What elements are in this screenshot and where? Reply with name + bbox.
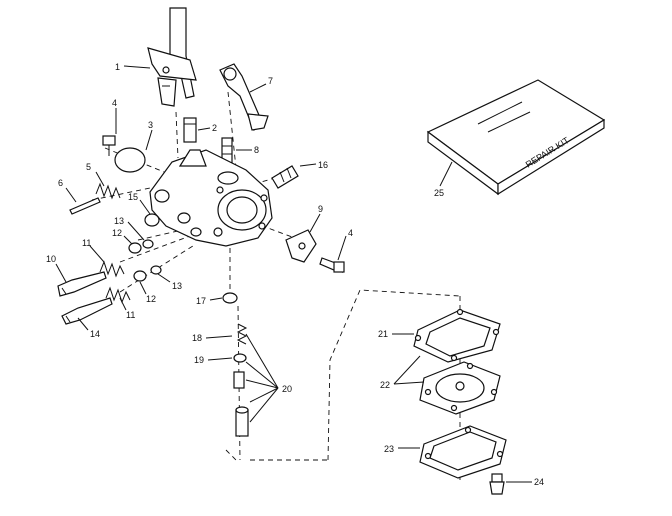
callout-17: 17 bbox=[196, 296, 206, 306]
part-4-screw-top bbox=[102, 135, 116, 156]
callout-22: 22 bbox=[380, 380, 390, 390]
callout-1: 1 bbox=[115, 62, 120, 72]
part-22-diaphragm bbox=[419, 361, 501, 415]
callout-labels: 1 2 3 4 4 5 6 7 8 9 10 11 11 bbox=[46, 62, 544, 487]
part-2-shaft bbox=[183, 117, 197, 143]
part-1-throttle-bracket bbox=[147, 7, 197, 107]
callout-11-top: 11 bbox=[82, 238, 91, 248]
part-12-washer-bottom bbox=[133, 270, 147, 282]
part-14-needle bbox=[61, 297, 113, 325]
callout-5: 5 bbox=[86, 162, 91, 172]
callout-12-top: 12 bbox=[112, 228, 122, 238]
callout-15: 15 bbox=[128, 192, 138, 202]
callout-3: 3 bbox=[148, 120, 153, 130]
callout-11-bottom: 11 bbox=[126, 310, 135, 320]
callout-12-bottom: 12 bbox=[146, 294, 156, 304]
part-21-gasket bbox=[413, 308, 501, 363]
part-19-washer bbox=[233, 353, 247, 363]
callout-6: 6 bbox=[58, 178, 63, 188]
part-12-washer-top bbox=[128, 242, 142, 254]
part-18-spring bbox=[236, 323, 248, 345]
callout-16: 16 bbox=[318, 160, 328, 170]
part-4-screw-right bbox=[319, 257, 345, 273]
callout-9: 9 bbox=[318, 204, 323, 214]
callout-8: 8 bbox=[254, 145, 259, 155]
part-15-cap bbox=[144, 213, 160, 227]
callout-13-top: 13 bbox=[114, 216, 124, 226]
callout-19: 19 bbox=[194, 355, 204, 365]
part-9-plate bbox=[285, 229, 317, 263]
callout-10: 10 bbox=[46, 254, 56, 264]
callout-21: 21 bbox=[378, 329, 388, 339]
callout-25: 25 bbox=[434, 188, 444, 198]
callout-7: 7 bbox=[268, 76, 273, 86]
part-7-choke-lever bbox=[219, 63, 269, 132]
part-5-spring bbox=[95, 182, 121, 200]
part-13-oring-top bbox=[142, 239, 154, 249]
callout-18: 18 bbox=[192, 333, 202, 343]
part-23-cover bbox=[419, 425, 507, 479]
assembly-lines bbox=[91, 91, 461, 480]
part-24-screw bbox=[489, 473, 505, 495]
part-17-plug bbox=[222, 292, 238, 304]
callout-20: 20 bbox=[282, 384, 292, 394]
callout-2: 2 bbox=[212, 123, 217, 133]
part-10-needle bbox=[57, 271, 107, 297]
callout-24: 24 bbox=[534, 477, 544, 487]
part-11-spring-bottom bbox=[105, 286, 131, 304]
callout-4-top: 4 bbox=[112, 98, 117, 108]
part-16-fitting bbox=[271, 165, 299, 189]
callout-4-right: 4 bbox=[348, 228, 353, 238]
callout-23: 23 bbox=[384, 444, 394, 454]
part-13-oring-bottom bbox=[150, 265, 162, 275]
part-25-repair-kit: REPAIR KIT bbox=[426, 79, 606, 196]
part-20-assembly bbox=[233, 371, 249, 437]
carburetor-body bbox=[149, 149, 273, 247]
part-3-disc bbox=[114, 147, 146, 173]
callout-13-bottom: 13 bbox=[172, 281, 182, 291]
callout-14: 14 bbox=[90, 329, 100, 339]
part-6-needle bbox=[69, 197, 101, 215]
